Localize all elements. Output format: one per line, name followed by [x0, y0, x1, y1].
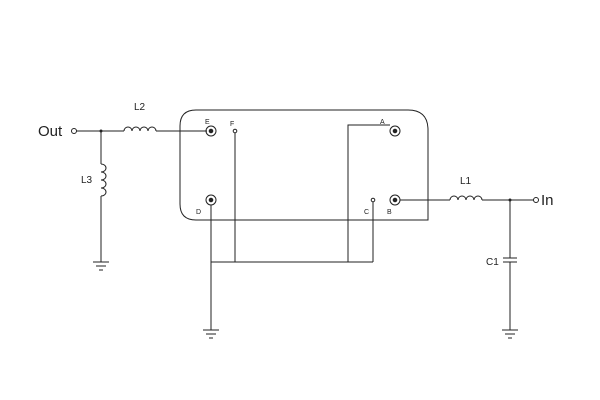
l3-inductor: [100, 163, 107, 197]
ground-symbol-c1: [502, 329, 518, 339]
junction-l1-c1: [508, 198, 512, 202]
connector-d: [205, 194, 217, 206]
out-terminal-label: Out: [38, 123, 63, 140]
connector-a: [389, 125, 401, 137]
pin-a-label: A: [380, 119, 385, 126]
ground-symbol-d: [203, 329, 219, 339]
pin-c-label: C: [364, 209, 369, 216]
wire-pin-a-bracket: [347, 124, 390, 262]
l3-label: L3: [81, 175, 93, 186]
ground-symbol-l3: [93, 261, 109, 271]
in-terminal-label: In: [541, 192, 554, 209]
pin-f-dot: [232, 128, 238, 134]
pin-e-label: E: [205, 119, 210, 126]
pin-b-label: B: [387, 209, 392, 216]
l1-label: L1: [460, 176, 472, 187]
connector-b: [389, 194, 401, 206]
c1-capacitor: [503, 257, 517, 263]
out-terminal-circle: [71, 128, 77, 134]
pin-f-label: F: [230, 121, 234, 128]
l2-inductor: [123, 126, 157, 132]
pin-d-label: D: [196, 209, 201, 216]
connector-e: [205, 125, 217, 137]
pin-c-dot: [370, 197, 376, 203]
c1-label: C1: [486, 257, 499, 268]
l1-inductor: [449, 195, 483, 201]
junction-out-l3: [99, 129, 103, 133]
device-enclosure: [179, 109, 429, 221]
l2-label: L2: [134, 102, 146, 113]
in-terminal-circle: [533, 197, 539, 203]
